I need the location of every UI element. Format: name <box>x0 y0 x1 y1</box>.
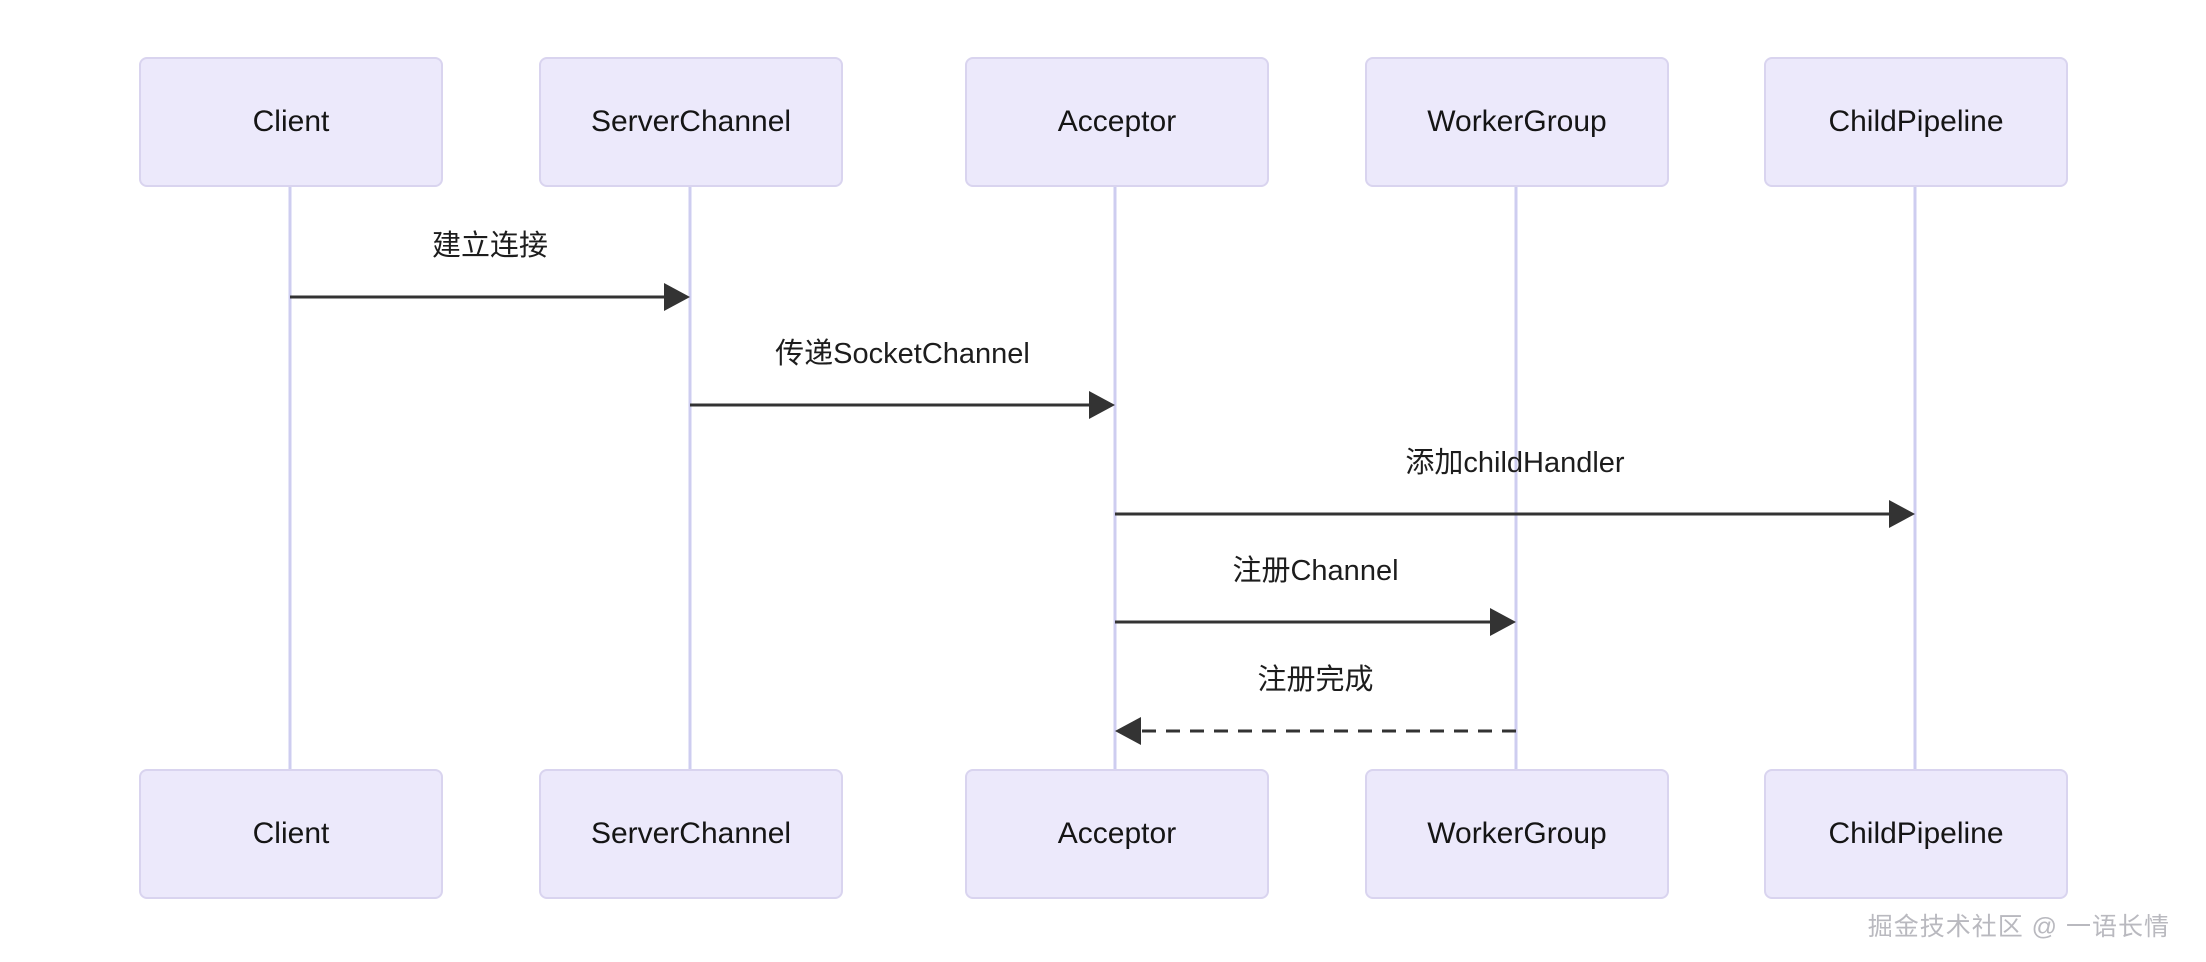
participant-label-childpipeline: ChildPipeline <box>1828 105 2003 138</box>
message-label-msg-4: 注册Channel <box>1232 554 1398 587</box>
participant-rect-workergroup <box>1365 57 1669 187</box>
participant-label-acceptor: Acceptor <box>1058 817 1176 850</box>
message-arrowhead-msg-3 <box>1889 500 1915 528</box>
participant-label-client: Client <box>253 105 330 138</box>
participant-rect-acceptor <box>965 57 1269 187</box>
participant-box-childpipeline-bottom[interactable]: ChildPipeline <box>1764 769 2068 899</box>
participant-label-childpipeline: ChildPipeline <box>1828 817 2003 850</box>
participant-label-client: Client <box>253 817 330 850</box>
message-msg-1[interactable]: 建立连接 <box>290 229 690 311</box>
watermark: 掘金技术社区 @ 一语长情 <box>1868 913 2170 941</box>
participant-box-client-top[interactable]: Client <box>139 57 443 187</box>
participant-rect-acceptor <box>965 769 1269 899</box>
message-msg-2[interactable]: 传递SocketChannel <box>690 337 1115 419</box>
participant-label-workergroup: WorkerGroup <box>1427 105 1607 138</box>
participant-box-serverchannel-bottom[interactable]: ServerChannel <box>539 769 843 899</box>
participant-label-serverchannel: ServerChannel <box>591 817 791 850</box>
lifelines-group <box>288 186 1917 770</box>
participant-rect-client <box>139 769 443 899</box>
participant-rect-childpipeline <box>1764 57 2068 187</box>
message-label-msg-1: 建立连接 <box>432 229 548 262</box>
message-arrowhead-msg-4 <box>1490 608 1516 636</box>
participant-label-serverchannel: ServerChannel <box>591 105 791 138</box>
message-arrowhead-msg-2 <box>1089 391 1115 419</box>
participant-box-acceptor-bottom[interactable]: Acceptor <box>965 769 1269 899</box>
message-msg-5[interactable]: 注册完成 <box>1115 663 1516 745</box>
participant-boxes-top: Client ServerChannel Acceptor WorkerGroup Ch… <box>139 57 2068 187</box>
participant-box-workergroup-top[interactable]: WorkerGroup <box>1365 57 1669 187</box>
participant-box-serverchannel-top[interactable]: ServerChannel <box>539 57 843 187</box>
message-msg-4[interactable]: 注册Channel <box>1115 554 1516 636</box>
message-arrowhead-msg-5 <box>1115 717 1141 745</box>
participant-rect-childpipeline <box>1764 769 2068 899</box>
participant-label-workergroup: WorkerGroup <box>1427 817 1607 850</box>
message-label-msg-5: 注册完成 <box>1257 663 1373 696</box>
participant-rect-workergroup <box>1365 769 1669 899</box>
participant-rect-client <box>139 57 443 187</box>
participant-rect-serverchannel <box>539 57 843 187</box>
message-msg-3[interactable]: 添加childHandler <box>1115 446 1915 528</box>
message-label-msg-2: 传递SocketChannel <box>775 337 1030 370</box>
participant-box-client-bottom[interactable]: Client <box>139 769 443 899</box>
participant-box-childpipeline-top[interactable]: ChildPipeline <box>1764 57 2068 187</box>
message-arrowhead-msg-1 <box>664 283 690 311</box>
participant-label-acceptor: Acceptor <box>1058 105 1176 138</box>
participant-boxes-bottom: Client ServerChannel Acceptor WorkerGroup Ch… <box>139 769 2068 899</box>
participant-box-acceptor-top[interactable]: Acceptor <box>965 57 1269 187</box>
message-label-msg-3: 添加childHandler <box>1405 446 1625 479</box>
participant-rect-serverchannel <box>539 769 843 899</box>
participant-box-workergroup-bottom[interactable]: WorkerGroup <box>1365 769 1669 899</box>
